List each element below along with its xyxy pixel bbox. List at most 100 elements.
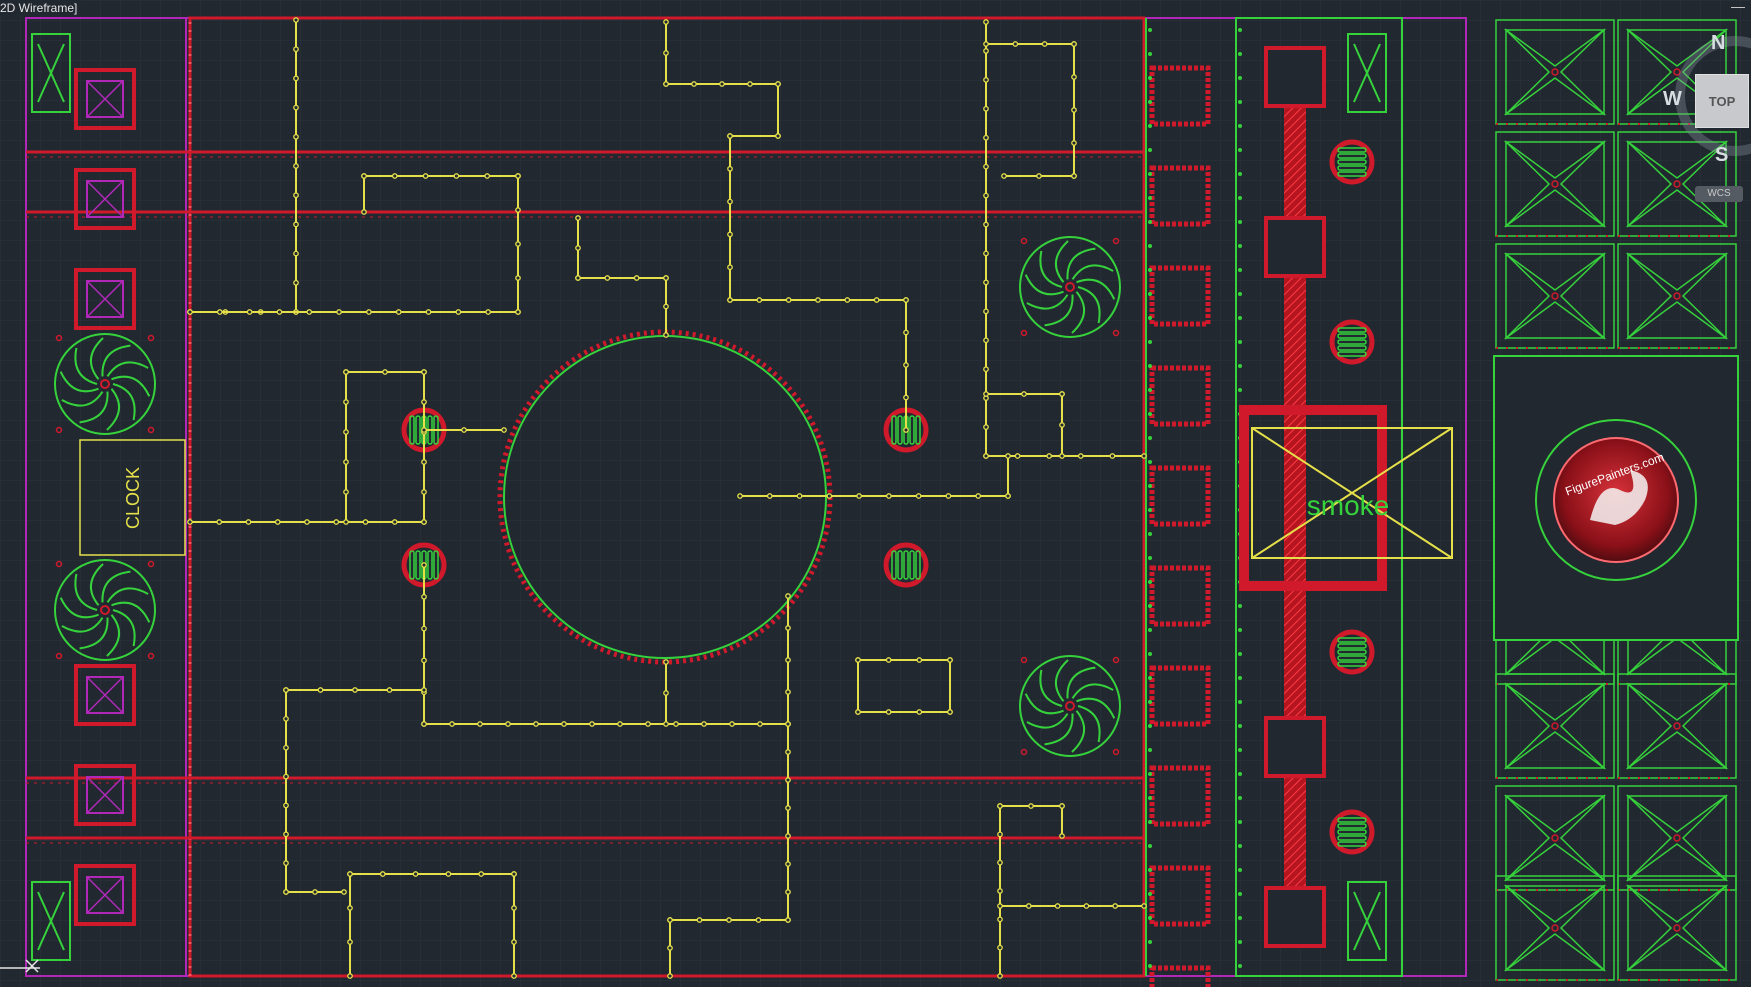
wire-node [1012,41,1019,47]
vent-ring [1329,319,1375,365]
tile-triangle [1625,933,1729,971]
figurepainters-logo: FigurePainters.com [1535,419,1697,581]
fan-blade [61,617,104,633]
wire-node [1059,422,1065,428]
wire-node [333,519,340,525]
fan-blade [79,391,109,424]
wire-node [421,721,427,727]
round-vent [1329,139,1375,185]
vent-bar [891,550,897,580]
wire-node [766,493,773,499]
fan-blade [1071,291,1085,334]
column-dot [1148,532,1152,536]
viewcube-compass-ring[interactable] [1675,36,1751,156]
vent-bar [903,550,909,580]
round-vent [1329,629,1375,675]
wire-node [727,198,733,205]
wire-node [1077,453,1084,459]
wire-node [361,173,367,179]
tile-triangle [1503,301,1607,339]
viewcube-west[interactable]: W [1663,88,1682,110]
vent-bar [1337,817,1367,823]
wire-node [343,429,349,435]
wire-node [947,709,953,715]
wire-node [1036,173,1042,179]
wire-node [245,519,252,525]
wire-node [421,489,427,495]
vent-bar [897,415,903,445]
fan-screw [55,652,63,660]
wire-node [997,859,1003,866]
column-dot [1148,100,1152,104]
column-dot [1238,220,1242,224]
wire-node [293,133,299,140]
fan-hub [100,379,110,389]
column-dot [1148,940,1152,944]
fan-blade [1055,659,1069,702]
smoke-label: smoke [1307,490,1389,521]
red-square [1149,165,1211,227]
fan-screw [1020,656,1028,664]
viewcube-icon[interactable]: N W S TOP WCS [1663,28,1751,202]
wire-node [515,241,521,247]
column-dot [1148,796,1152,800]
viewcube-top-face[interactable]: TOP [1695,74,1749,128]
tile-triangle [1503,141,1607,179]
red-square [1149,765,1211,827]
viewport-label[interactable]: 2D Wireframe] [0,0,82,16]
wire-node [575,245,581,251]
vent-bar [415,550,421,580]
vent-bar [1337,655,1367,661]
fan-blade [106,388,120,431]
wire-node [187,309,193,315]
wire-node [785,777,791,783]
vent-bar [915,550,921,580]
tile-triangle [1503,253,1607,291]
wire-node [1071,173,1077,179]
fan-screw [1020,748,1028,756]
floor-tile [1495,875,1615,981]
wire-node [1071,107,1077,113]
wire-node [293,46,299,53]
wire-node [1059,453,1065,459]
tile-outline [1617,785,1737,891]
wcs-menu[interactable]: WCS [1695,186,1743,202]
wire-node [1025,903,1032,909]
wire-node [361,209,367,215]
wire-node [903,297,909,303]
tile-triangle [1627,682,1673,770]
wire-node [589,721,595,727]
column-dot [1148,484,1152,488]
viewport-minimize-icon[interactable]: — [1731,0,1745,14]
viewcube-north[interactable]: N [1711,32,1726,54]
red-square-column [1148,28,1242,987]
wire-node [633,275,640,281]
fan-blade [106,361,149,377]
wire-node [903,427,909,433]
floor-tile [1495,19,1615,125]
tile-triangle [1559,28,1605,116]
column-dot [1148,172,1152,176]
viewcube-south[interactable]: S [1715,144,1729,166]
wire-node [997,803,1003,809]
vent-bar [1337,649,1367,655]
wire-node [855,709,861,715]
vent-bar [1337,171,1367,177]
wire-node [391,173,398,179]
tile-center [1551,68,1559,76]
column-dot [1148,580,1152,584]
tile-triangle [1559,884,1605,972]
wire-node [347,939,353,945]
wire-node [727,264,733,271]
column-dot [1148,28,1152,32]
tile-triangle [1505,682,1551,770]
wire-node [983,337,989,344]
wire-node [216,309,223,315]
wire-node [283,687,289,693]
wire-node [756,297,763,303]
wire-node [485,309,492,315]
column-dot [1148,436,1152,440]
column-dot [1238,676,1242,680]
tile-triangle [1503,77,1607,115]
